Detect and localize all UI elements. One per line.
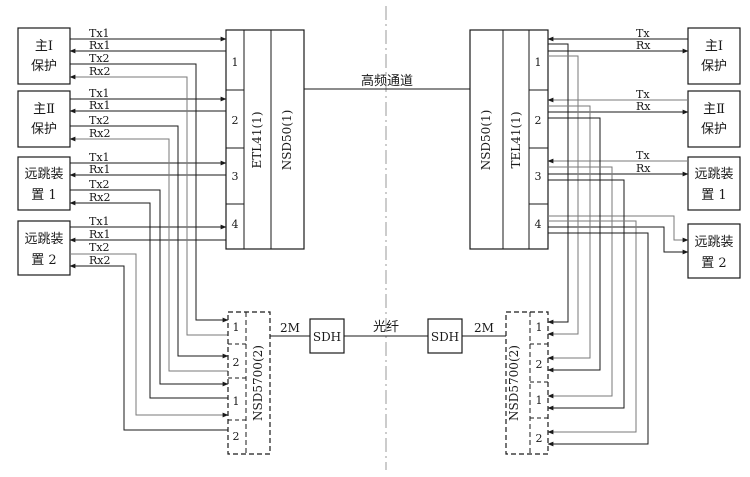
left-mux-port: 1 (233, 395, 240, 408)
right-unit-main1-line2: 保护 (701, 59, 727, 74)
left-2m-label: 2M (280, 321, 300, 335)
left-unit-main2-line1: 主Ⅱ (33, 102, 55, 117)
sig-tx2: Tx2 (89, 178, 110, 191)
left-unit-tt2-line2: 置 2 (31, 253, 56, 268)
left-unit-transfer-trip1: 远跳装 置 1 (17, 156, 71, 211)
left-unit-main1-line1: 主Ⅰ (35, 39, 53, 54)
right-mux: 1 2 1 2 NSD5700(2) (505, 311, 549, 455)
right-unit-transfer-trip1: 远跳装 置 1 (687, 156, 741, 211)
right-tel-label: TEL41(1) (509, 112, 523, 169)
sig-tx1: Tx1 (89, 215, 110, 228)
left-unit-tt2-line1: 远跳装 (24, 232, 63, 247)
left-etl-label: ETL41(1) (250, 112, 264, 169)
sig-rx: Rx (636, 100, 651, 113)
left-port-2: 2 (232, 114, 239, 127)
right-nsd-label: NSD50(1) (479, 110, 493, 171)
sig-tx2: Tx2 (89, 114, 110, 127)
right-mux-port: 1 (536, 321, 543, 334)
left-sdh: SDH (309, 318, 345, 354)
left-sdh-label: SDH (313, 330, 341, 344)
right-mux-port: 1 (536, 394, 543, 407)
right-unit-main1: 主Ⅰ 保护 (687, 27, 741, 85)
left-port-1: 1 (232, 56, 239, 69)
sig-tx1: Tx1 (89, 151, 110, 164)
right-unit-tt1-line2: 置 1 (701, 188, 726, 203)
right-unit-main2-line2: 保护 (701, 122, 727, 137)
right-port-2: 2 (535, 114, 542, 127)
right-unit-main2-line1: 主Ⅱ (703, 102, 725, 117)
right-mux-port: 2 (536, 358, 543, 371)
sig-tx: Tx (636, 88, 650, 101)
sig-rx1: Rx1 (89, 228, 110, 241)
left-unit-main1-line2: 保护 (31, 59, 57, 74)
right-port-3: 3 (535, 170, 542, 183)
left-carrier-wiring (69, 36, 227, 243)
sig-rx2: Rx2 (89, 127, 110, 140)
left-mux-wiring (69, 63, 229, 431)
left-unit-main1: 主Ⅰ 保护 (17, 27, 71, 85)
left-port-3: 3 (232, 170, 239, 183)
left-unit-tt1-line2: 置 1 (31, 188, 56, 203)
sig-rx1: Rx1 (89, 99, 110, 112)
sig-tx1: Tx1 (89, 27, 110, 40)
hf-channel-label: 高频通道 (361, 73, 413, 89)
right-unit-tt2-line1: 远跳装 (694, 235, 733, 250)
sig-rx1: Rx1 (89, 163, 110, 176)
sig-tx2: Tx2 (89, 241, 110, 254)
left-unit-main2: 主Ⅱ 保护 (17, 90, 71, 148)
sig-tx: Tx (636, 27, 650, 40)
left-mux-port: 2 (233, 356, 240, 369)
left-mux-port: 2 (233, 430, 240, 443)
sig-tx: Tx (636, 149, 650, 162)
right-mux-port: 2 (536, 432, 543, 445)
fiber-label: 光纤 (373, 320, 399, 335)
right-port-4: 4 (535, 218, 542, 231)
left-mux-name: NSD5700(2) (251, 345, 265, 421)
sig-rx1: Rx1 (89, 39, 110, 52)
right-signal-labels: Tx Rx Tx Rx Tx Rx (636, 27, 651, 175)
right-port-1: 1 (535, 56, 542, 69)
sig-rx2: Rx2 (89, 254, 110, 267)
left-mux-port: 1 (233, 321, 240, 334)
left-nsd-label: NSD50(1) (280, 110, 294, 171)
sig-rx2: Rx2 (89, 191, 110, 204)
sig-rx: Rx (636, 162, 651, 175)
left-unit-tt1-line1: 远跳装 (24, 167, 63, 182)
right-mux-name: NSD5700(2) (507, 345, 521, 421)
left-carrier-equipment: 1 2 3 4 ETL41(1) NSD50(1) (225, 29, 305, 250)
right-unit-tt2-line2: 置 2 (701, 256, 726, 271)
left-signal-labels: Tx1 Rx1 Tx2 Rx2 Tx1 Rx1 Tx2 Rx2 Tx1 Rx1 … (89, 27, 110, 267)
right-sdh-label: SDH (431, 330, 459, 344)
right-sdh: SDH (427, 318, 463, 354)
sig-tx1: Tx1 (89, 87, 110, 100)
left-mux: 1 2 1 2 NSD5700(2) (227, 311, 271, 455)
sig-rx2: Rx2 (89, 65, 110, 78)
sig-rx: Rx (636, 39, 651, 52)
right-carrier-wiring (547, 36, 689, 255)
left-unit-main2-line2: 保护 (31, 122, 57, 137)
right-carrier-equipment: 1 2 3 4 NSD50(1) TEL41(1) (469, 29, 549, 250)
left-port-4: 4 (232, 218, 239, 231)
right-2m-label: 2M (474, 321, 494, 335)
sig-tx2: Tx2 (89, 52, 110, 65)
right-unit-tt1-line1: 远跳装 (694, 167, 733, 182)
right-unit-transfer-trip2: 远跳装 置 2 (687, 223, 741, 279)
right-mux-wiring (547, 43, 649, 447)
right-unit-main1-line1: 主Ⅰ (705, 39, 723, 54)
right-unit-main2: 主Ⅱ 保护 (687, 90, 741, 148)
left-unit-transfer-trip2: 远跳装 置 2 (17, 220, 71, 276)
